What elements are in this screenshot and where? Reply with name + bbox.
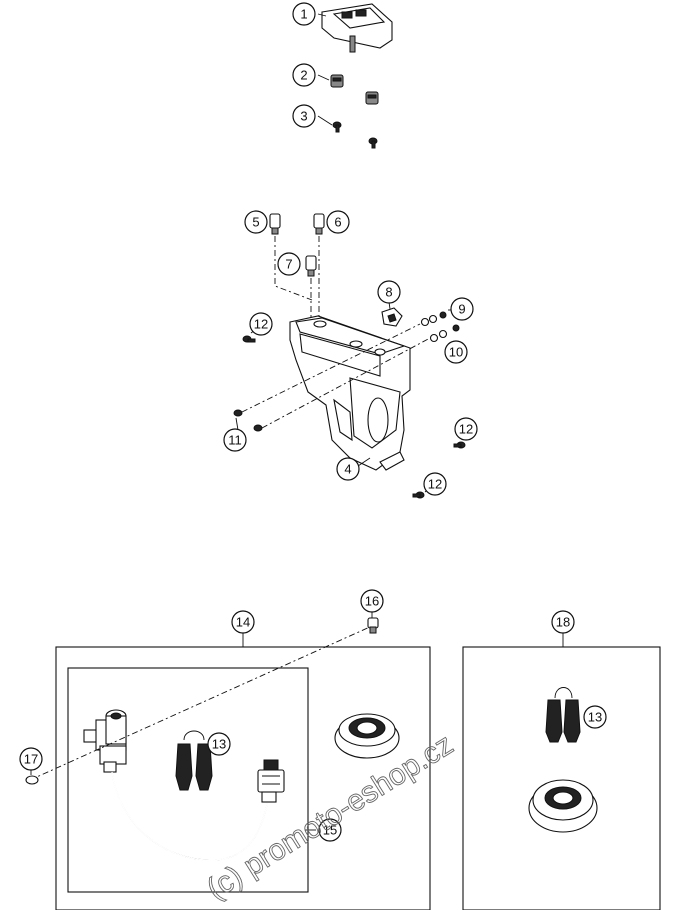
callout-18: 18 [551,610,575,634]
svg-text:6: 6 [334,215,341,230]
inner-kit-box [67,667,309,893]
fuel-cap-part [528,779,598,833]
kit-box-18 [462,646,661,910]
svg-text:5: 5 [252,215,259,230]
screw-part [367,617,379,634]
svg-text:14: 14 [236,615,250,630]
callout-12-c: 12 [423,472,447,496]
callout-6: 6 [326,210,350,234]
key-pair-part [545,687,581,743]
svg-text:12: 12 [428,477,442,492]
svg-text:2: 2 [300,68,307,83]
callout-1: 1 [292,2,316,26]
callout-3: 3 [292,104,316,128]
callout-4: 4 [336,457,360,481]
screw-part [242,335,466,499]
callout-13-a: 13 [207,732,231,756]
svg-text:4: 4 [344,462,351,477]
callout-10: 10 [444,340,468,364]
svg-text:13: 13 [212,737,226,752]
clip-part [381,307,403,327]
svg-text:9: 9 [458,302,465,317]
connector-part [257,759,285,803]
callout-5: 5 [244,210,268,234]
screw-part [332,121,378,149]
svg-text:15: 15 [323,823,337,838]
svg-text:12: 12 [254,317,268,332]
callout-11: 11 [223,428,247,452]
callout-9: 9 [450,297,474,321]
svg-text:3: 3 [300,109,307,124]
svg-text:1: 1 [300,7,307,22]
callout-13-b: 13 [583,705,607,729]
sleeve-part [269,213,325,277]
callout-15: 15 [318,818,342,842]
washer-part [420,311,460,343]
callout-16: 16 [360,589,384,613]
svg-text:13: 13 [588,710,602,725]
callout-12-b: 12 [454,417,478,441]
headlight-bracket-part [289,315,411,471]
bolt-part [233,409,263,432]
svg-text:17: 17 [24,752,38,767]
svg-text:10: 10 [449,345,463,360]
svg-text:8: 8 [385,285,392,300]
svg-text:12: 12 [459,422,473,437]
watermark-text: (c) promoto-eshop.cz [201,728,459,906]
oring-part [25,775,39,785]
callout-8: 8 [377,280,401,304]
callout-14: 14 [231,610,255,634]
callout-7: 7 [277,252,301,276]
grommet-part [330,74,379,105]
svg-text:16: 16 [365,594,379,609]
cable-part [111,771,269,861]
svg-text:18: 18 [556,615,570,630]
instrument-cluster-part [321,3,393,53]
callout-2: 2 [292,63,316,87]
svg-text:7: 7 [285,257,292,272]
svg-text:11: 11 [228,433,242,448]
callout-12-a: 12 [249,312,273,336]
fuel-cap-part [334,713,400,759]
key-pair-part [175,730,213,791]
callout-17: 17 [19,747,43,771]
ignition-lock-part [83,709,127,773]
